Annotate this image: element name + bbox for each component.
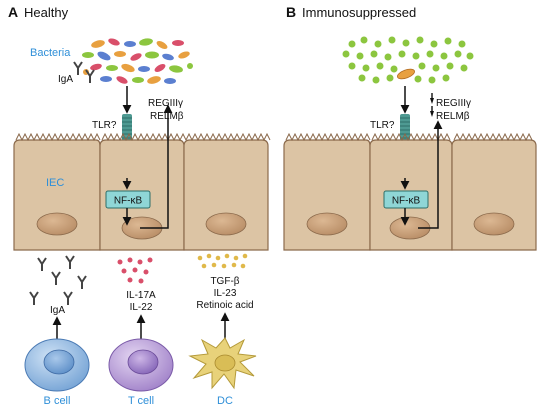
bacteria-label: Bacteria — [30, 47, 71, 59]
dc — [188, 337, 257, 390]
dc-cytokine-dots — [197, 253, 248, 269]
nfkb-box-b — [383, 190, 429, 209]
tcell-label: T cell — [128, 395, 154, 407]
panel-a-title: Healthy — [24, 5, 69, 20]
reg-label-b: REGIIIγ — [436, 98, 471, 109]
bacterium-icon — [397, 68, 415, 80]
iga-top-label: IgA — [58, 74, 73, 85]
relm-label-b: RELMβ — [436, 111, 470, 122]
nfkb-box — [105, 190, 151, 209]
dc-label: DC — [217, 395, 233, 407]
panel-b-letter: B — [286, 4, 296, 20]
relm-label: RELMβ — [150, 111, 184, 122]
panel-b-title: Immunosuppressed — [302, 5, 416, 20]
arrow-icon — [140, 104, 173, 229]
panel-a-letter: A — [8, 4, 18, 20]
dc-cytokine-line3: Retinoic acid — [196, 300, 253, 311]
bacteria-cluster-green — [342, 36, 474, 84]
nfkb-label: NF-κB — [114, 196, 143, 207]
iec-label: IEC — [46, 177, 64, 189]
down-arrow-icon — [430, 93, 434, 117]
dc-cytokine-line1: TGF-β — [210, 276, 239, 287]
tcell — [108, 338, 174, 392]
y-antibody-icon — [29, 255, 87, 305]
arrow-icon — [418, 120, 443, 229]
nfkb-label-b: NF-κB — [392, 196, 421, 207]
tcell-cytokine-line1: IL-17A — [126, 290, 156, 301]
bcell — [24, 338, 90, 392]
tlr-label-b: TLR? — [370, 120, 395, 131]
reg-label: REGIIIγ — [148, 98, 183, 109]
iga-bottom-label: IgA — [50, 305, 65, 316]
y-antibody-icon — [73, 61, 95, 83]
panel-b: B Immunosuppressed TLR? — [283, 4, 537, 251]
bacteria-cluster — [82, 38, 193, 84]
dc-cytokine-line2: IL-23 — [214, 288, 237, 299]
tcell-cytokine-line2: IL-22 — [130, 302, 153, 313]
bcell-label: B cell — [44, 395, 71, 407]
tlr-label: TLR? — [92, 120, 117, 131]
tcell-cytokine-dots — [117, 257, 153, 284]
panel-a: A Healthy — [8, 4, 271, 407]
